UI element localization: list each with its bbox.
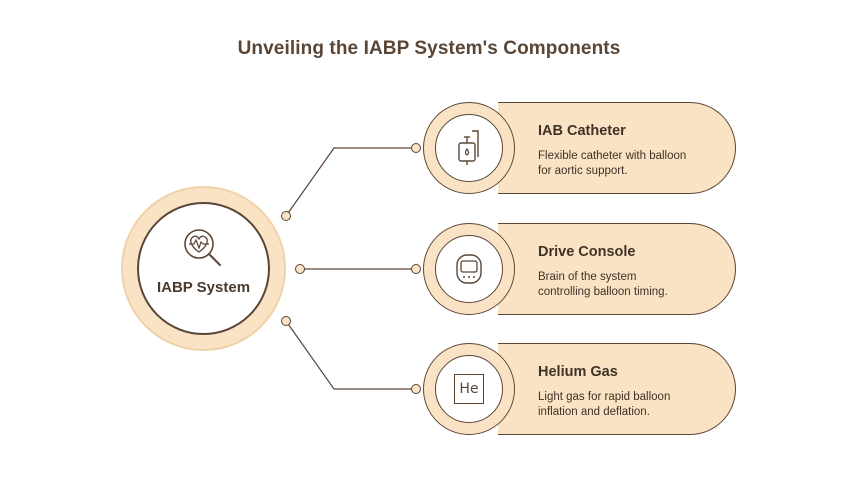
connector-helium — [285, 320, 416, 390]
component-title-catheter: IAB Catheter — [538, 123, 626, 139]
helium-symbol: He — [459, 381, 479, 397]
connector-dot-catheter — [411, 143, 421, 153]
component-desc-line1: Flexible catheter with balloon — [538, 150, 687, 162]
component-desc-catheter: Flexible catheter with balloon for aorti… — [538, 149, 718, 179]
console-device-icon — [456, 254, 482, 284]
connector-catheter — [285, 147, 416, 217]
heart-magnifier-icon — [184, 229, 221, 266]
helium-element-icon: He — [448, 368, 490, 410]
component-badge-inner-catheter — [435, 114, 503, 182]
connector-dot-helium — [411, 384, 421, 394]
component-card-catheter — [498, 102, 736, 194]
component-desc-line2: inflation and deflation. — [538, 406, 650, 418]
helium-element-box: He — [454, 374, 484, 404]
iv-bag-icon — [458, 130, 479, 165]
component-badge-inner-helium — [435, 355, 503, 423]
component-title-helium: Helium Gas — [538, 364, 618, 380]
component-desc-helium: Light gas for rapid balloon inflation an… — [538, 390, 718, 420]
connector-dot-hub-bottom — [281, 316, 291, 326]
connector-dot-hub-top — [281, 211, 291, 221]
component-card-console — [498, 223, 736, 315]
hub-label: IABP System — [156, 279, 251, 296]
component-desc-line2: controlling balloon timing. — [538, 286, 668, 298]
component-desc-line1: Light gas for rapid balloon — [538, 391, 671, 403]
connector-dot-console — [411, 264, 421, 274]
component-desc-line1: Brain of the system — [538, 271, 637, 283]
component-card-helium — [498, 343, 736, 435]
hub-inner-circle — [137, 202, 270, 335]
component-badge-inner-console — [435, 235, 503, 303]
component-desc-console: Brain of the system controlling balloon … — [538, 270, 718, 300]
connector-dot-hub-middle — [295, 264, 305, 274]
component-title-console: Drive Console — [538, 244, 636, 260]
diagram-title: Unveiling the IABP System's Components — [237, 38, 621, 59]
component-desc-line2: for aortic support. — [538, 165, 628, 177]
